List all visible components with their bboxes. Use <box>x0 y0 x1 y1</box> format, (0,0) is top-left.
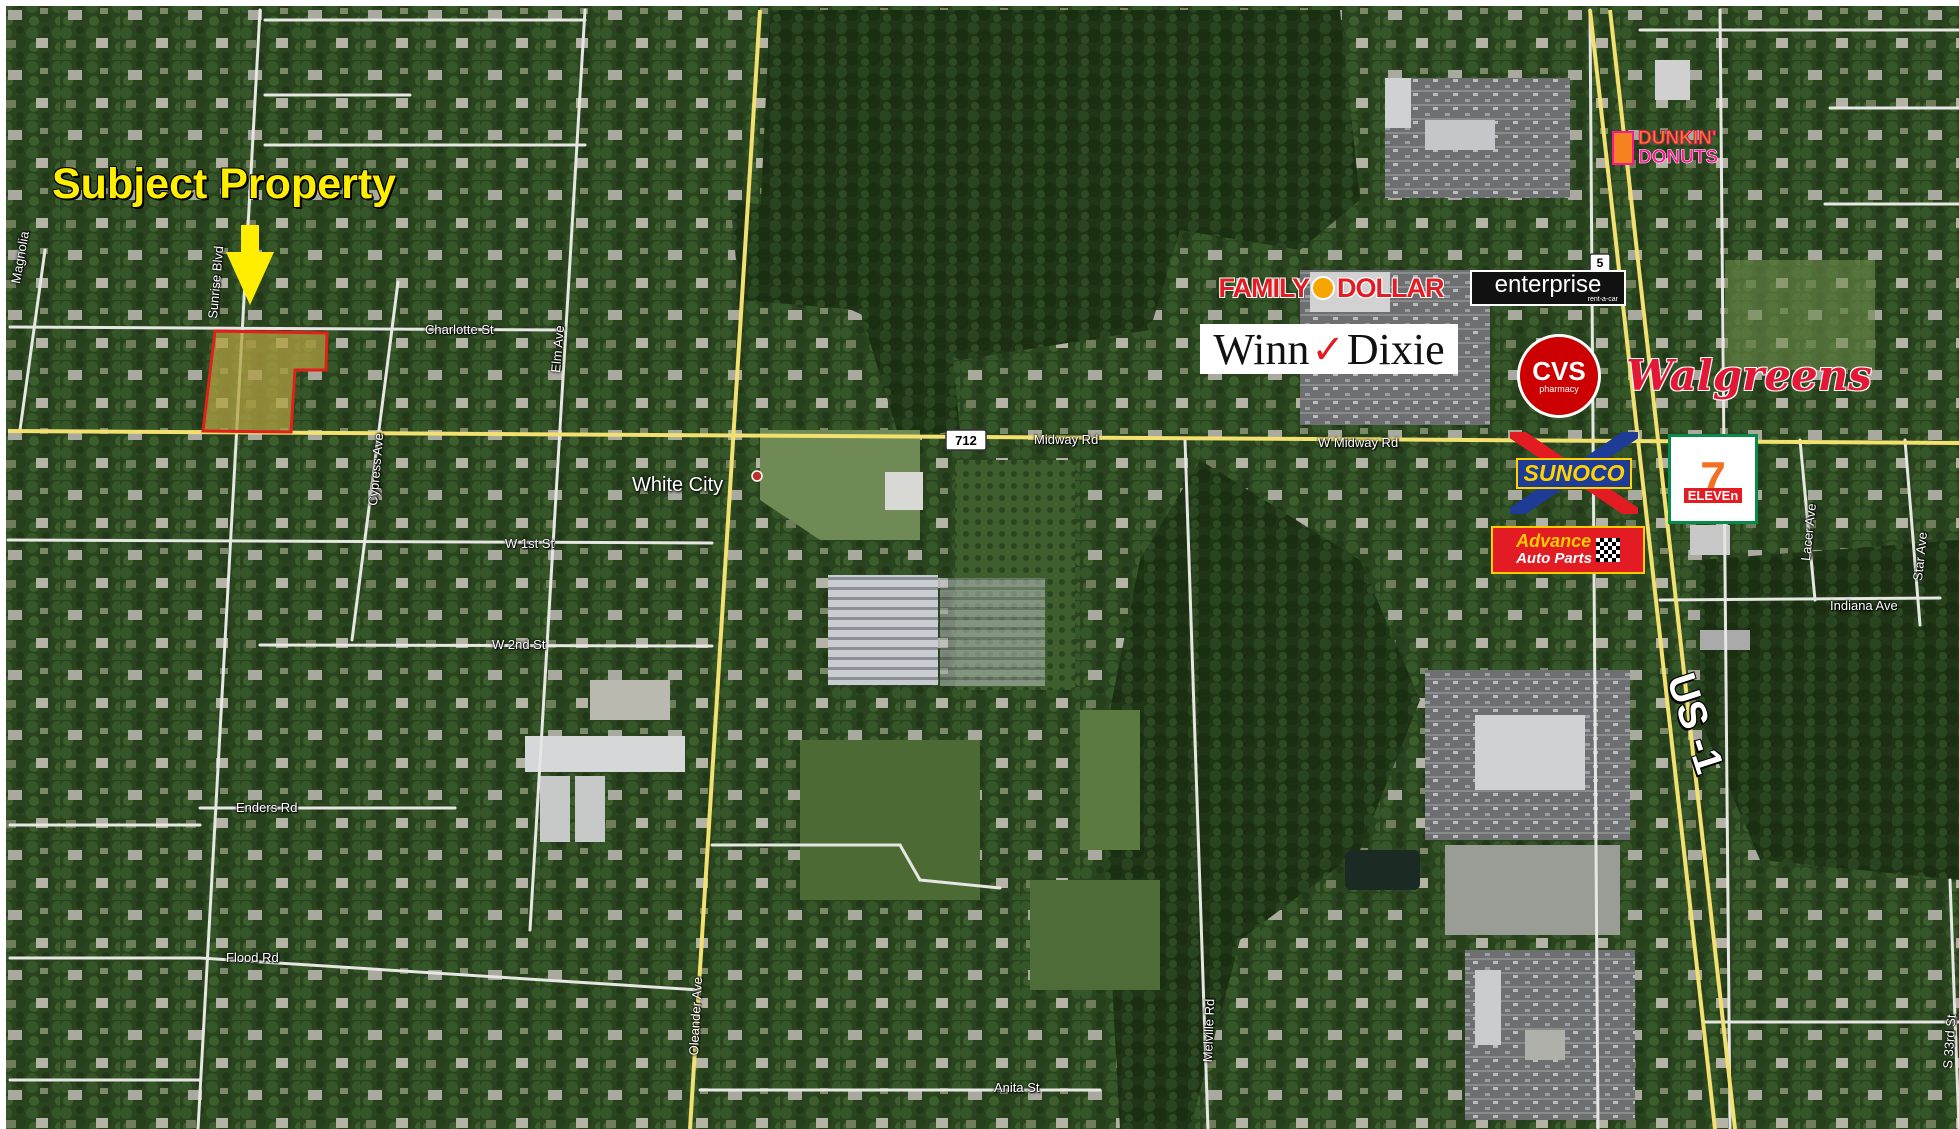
logo-walgreens: Walgreens <box>1626 350 1872 400</box>
road-label-w-2nd: W 2nd St <box>492 637 546 652</box>
logo-cvs-pharmacy: CVS pharmacy <box>1517 334 1601 418</box>
subject-parcel[interactable] <box>201 329 329 434</box>
road-label-midway: Midway Rd <box>1034 432 1099 447</box>
place-label-white-city: White City <box>632 474 724 496</box>
road-label-indiana: Indiana Ave <box>1830 598 1898 613</box>
svg-text:712: 712 <box>955 433 977 448</box>
road-label-w-midway: W Midway Rd <box>1318 435 1399 450</box>
logo-7-eleven: 7 ELEVEn <box>1668 434 1758 524</box>
svg-text:5: 5 <box>1597 256 1604 270</box>
road-label-enders: Enders Rd <box>236 800 298 815</box>
road-label-melville: Melville Rd <box>1200 998 1218 1063</box>
subject-property-title: Subject Property <box>52 160 397 208</box>
family-dollar-badge-icon <box>1311 276 1336 300</box>
logo-enterprise: enterprise rent-a-car <box>1470 270 1626 306</box>
coffee-cup-icon <box>1612 131 1634 165</box>
checkered-flag-icon <box>1595 538 1620 562</box>
arrow-down-icon <box>226 225 274 305</box>
road-label-anita: Anita St <box>994 1080 1040 1095</box>
logo-advance-auto-parts: Advance Auto Parts <box>1491 526 1645 574</box>
logo-sunoco: SUNOCO <box>1510 432 1638 514</box>
logo-dunkin-donuts: DUNKIN' DONUTS <box>1612 126 1746 170</box>
place-marker-icon <box>751 470 763 482</box>
logo-winn-dixie: Winn ✓ Dixie <box>1200 324 1458 374</box>
road-label-charlotte: Charlotte St <box>425 322 494 337</box>
checkmark-icon: ✓ <box>1311 326 1345 372</box>
logo-family-dollar: FAMILY DOLLAR <box>1218 272 1444 303</box>
road-label-flood: Flood Rd <box>226 950 279 965</box>
route-shield-712: 712 <box>945 429 987 451</box>
road-label-w-1st: W 1st St <box>505 536 555 551</box>
